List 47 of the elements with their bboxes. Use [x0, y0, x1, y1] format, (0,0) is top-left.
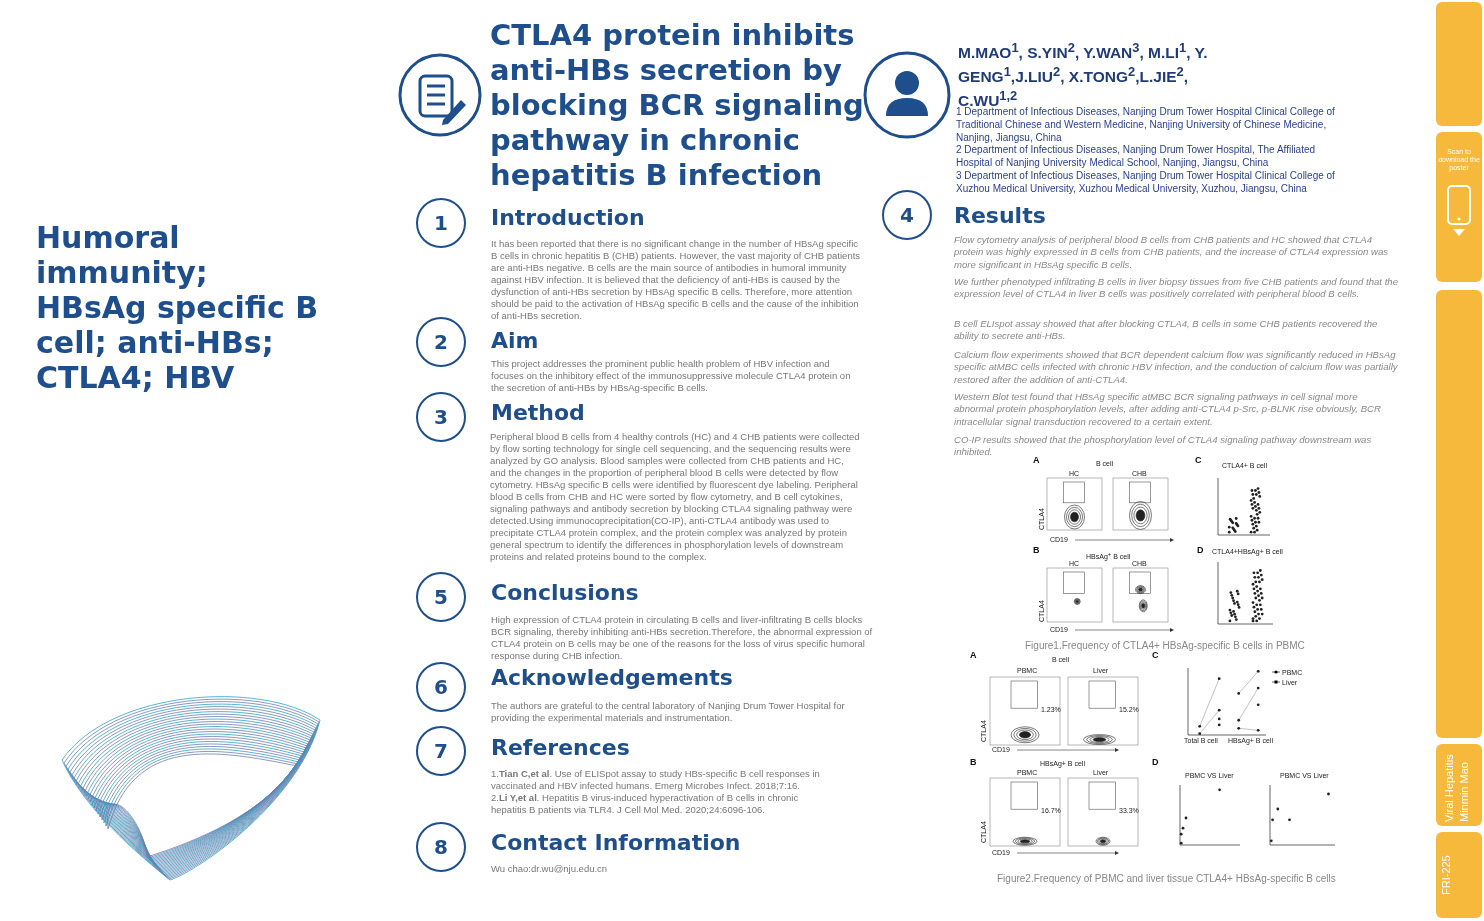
paragraph: Calcium flow experiments showed that BCR dependent calcium flow was significantly reduced in HBsAg specific atMBC cells infected with chronic HBV infection, and the conduction of calcium flow was partially restored after the addition of anti-CTLA4.	[954, 349, 1399, 386]
section-heading: Conclusions	[491, 580, 639, 606]
number-circle: 2	[416, 317, 466, 367]
number-circle: 5	[416, 572, 466, 622]
affiliation-text: 2 Department of Infectious Diseases, Nanjing Drum Tower Hospital, The Affiliated Hospital of Nanjing University Medical School, Nanjing, Jiangsu, China	[956, 143, 1317, 169]
paragraph: This project addresses the prominent public health problem of HBV infection and focuses on the inhibitory effect of the immunosuppressive molecule CTLA4 protein on the secretion of anti-HBs by HBsAg-specific B cells.	[491, 358, 852, 394]
paragraph: The authors are grateful to the central laboratory of Nanjing Drum Tower Hospital for providing the experimental materials and instrumentation.	[491, 700, 846, 724]
poster-title: CTLA4 protein inhibits anti-HBs secretion by blocking BCR signaling pathway in chronic hepatitis B infection	[490, 18, 865, 193]
number-circle: 4	[882, 190, 932, 240]
number-circle: 7	[416, 726, 466, 776]
affiliation-text: 1 Department of Infectious Diseases, Nanjing Drum Tower Hospital Clinical College of Traditional Chinese and Western Medicine, Nanjing University of Chinese Medicine, Nanjing, Jiangsu, China	[956, 106, 1336, 144]
panel-letter: A	[970, 650, 977, 660]
panel-letter: D	[1152, 757, 1159, 767]
number-circle: 6	[416, 662, 466, 712]
section-heading: Acknowledgements	[491, 665, 733, 691]
paragraph: Western Blot test found that HBsAg specific atMBC BCR signaling pathways in cell signal more abnormal protein phosphorylation levels, after adding anti-CTLA4 p-Src, p-BLNK rise obviously, BCR intracellular signal transduction recovered to a certain extent.	[954, 391, 1382, 428]
panel-letter: C	[1152, 650, 1159, 660]
reference-text: 2.Li Y,et al. Hepatitis B virus-induced hyperactivation of B cells in chronic hepatitis B patients via TLR4. J Cell Mol Med. 2020;24:6096-106.	[491, 792, 800, 816]
keywords-text: Humoral immunity; HBsAg specific B cell; anti-HBs; CTLA4; HBV	[36, 220, 320, 395]
panel-letter: D	[1197, 545, 1204, 555]
figure-caption: Figure1.Frequency of CTLA4+ HBsAg-specific B cells in PBMC	[1025, 640, 1305, 652]
panel-letter: B	[970, 757, 977, 767]
paragraph: B cell ELIspot assay showed that after blocking CTLA4, B cells in some CHB patients recovered the ability to secrete anti-HBs.	[954, 318, 1379, 343]
topic-text: Viral Hepatitis	[1443, 754, 1455, 822]
paragraph: CO-IP results showed that the phosphorylation level of CTLA4 signaling pathway downstream was inhibited.	[954, 434, 1373, 458]
paragraph: Flow cytometry analysis of peripheral blood B cells from CHB patients and HC showed that CTLA4 protein was highly expressed in B cells from CHB patients, and the increase of CTLA4 expression was more significant in HBsAg specific B cells.	[954, 234, 1390, 271]
number-circle: 1	[416, 198, 466, 248]
panel-letter: A	[1033, 455, 1040, 465]
reference-text: 1.Tian C,et al. Use of ELISpot assay to study HBs-specific B cell responses in vaccinated and HBV infected humans. Emerg Microbes Infect. 2018;7:16.	[491, 768, 821, 792]
author-name: Minmin Mao	[1458, 762, 1470, 822]
paragraph: Peripheral blood B cells from 4 healthy controls (HC) and 4 CHB patients were collected by flow sorting technology for single cell sequencing, and the sequencing results were analyzed by GO analysis. Blood samples were collected from CHB patients and HC, and the changes in the proportion of peripheral blood B cells were detected by flow cytometry. HBsAg specific B cells were identified by fluorescent dye labeling. Peripheral blood B cells from CHB and HC were sorted by flow cytometry, and B cell cytokines, signaling pathways and antibody secretion by blocking CTLA4 signaling pathway were detected.Using immunocoprecipitation(CO-IP), anti-CTLA4 antibody was used to precipitate CTLA4 protein complex, and the protein complex was analyzed by protein general spectrum to identify the differences in phosphorylation levels of downstream proteins and related proteins bound to the complex.	[490, 431, 861, 563]
paragraph: High expression of CTLA4 protein in circulating B cells and liver-infiltrating B cells blocks BCR signaling, thereby inhibiting anti-HBs secretion.Therefore, the abnormal expression of CTLA4 protein on B cells may be one of the reasons for the loss of virus specific humoral response during CHB infection.	[491, 614, 874, 662]
section-heading: Method	[491, 400, 585, 426]
section-heading: References	[491, 735, 630, 761]
paragraph: It has been reported that there is no significant change in the number of HBsAg specific B cells in chronic hepatitis B (CHB) patients. However, the vast majority of CHB patients are anti-HBs negative. B cells are the main source of antibodies in humoral immunity against HBV infection. It is believed that the deficiency of anti-HBs is caused by the dysfunction of anti-HBs secretion by HBsAg specific B cells. Therefore, more attention should be paid to the activation of HBsAg specific B cells and the cause of the inhibition of anti-HBs secretion.	[491, 238, 862, 322]
affiliation-text: 3 Department of Infectious Diseases, Nanjing Drum Tower Hospital Clinical College of Xuzhou Medical University, Xuzhou Medical University, Xuzhou, Jiangsu, China	[956, 169, 1336, 195]
number-circle: 3	[416, 392, 466, 442]
figure-caption: Figure2.Frequency of PBMC and liver tissue CTLA4+ HBsAg-specific B cells	[997, 873, 1336, 885]
number-circle: 8	[416, 822, 466, 872]
section-heading: Aim	[491, 328, 539, 354]
panel-letter: C	[1195, 455, 1202, 465]
section-heading: Contact Information	[491, 830, 741, 856]
poster-code: FRI-225	[1440, 855, 1452, 895]
section-heading: Introduction	[491, 205, 645, 231]
panel-letter: B	[1033, 545, 1040, 555]
paragraph: We further phenotyped infiltrating B cells in liver biopsy tissues from five CHB patients and found that the expression level of CTLA4 in liver B cells was positively correlated with peripheral blood B cells.	[954, 276, 1399, 301]
section-heading: Results	[954, 203, 1046, 229]
